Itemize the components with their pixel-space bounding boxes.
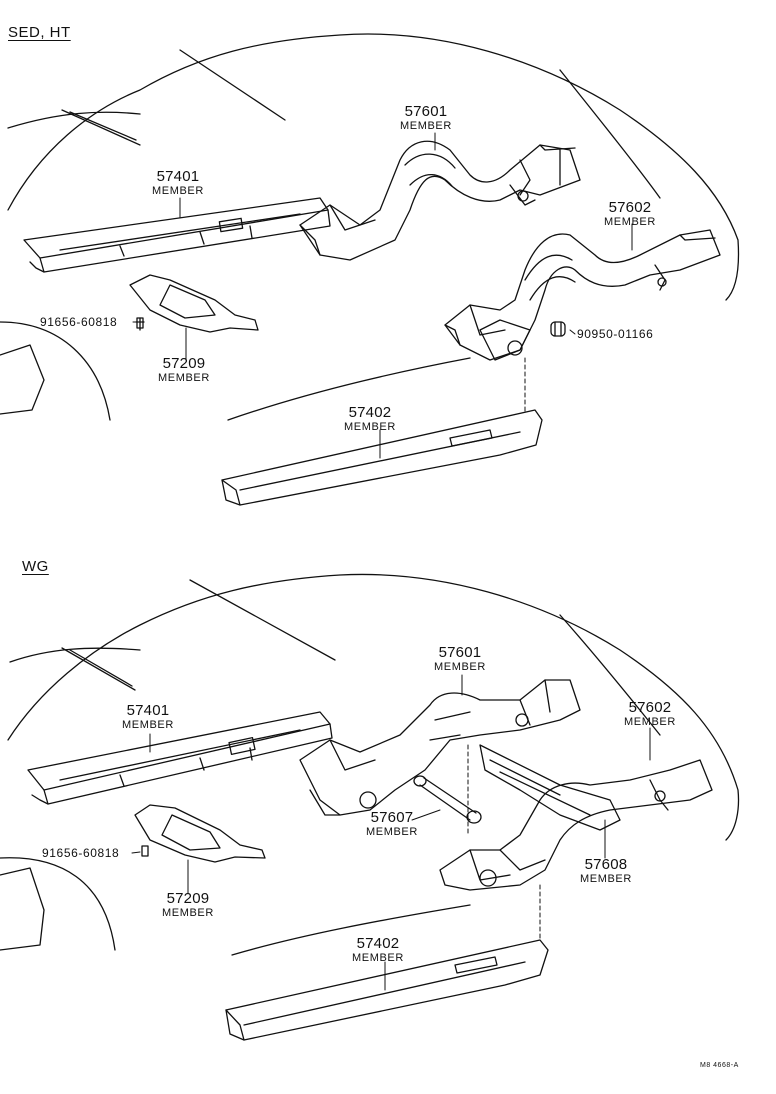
part-name: MEMBER [366, 826, 418, 838]
part-number: 57602 [608, 199, 652, 216]
wg-member-57602-art [439, 759, 713, 891]
wg-member-57601-art [299, 679, 581, 816]
part-number: 57607 [370, 809, 414, 826]
part-name: MEMBER [580, 873, 632, 885]
part-number: 57401 [156, 168, 200, 185]
callout-57402: 57402 MEMBER [344, 404, 396, 434]
sed-ht-grommet-art [550, 321, 566, 337]
section-title-wg: WG [22, 558, 49, 575]
callout-57209-wg: 57209 MEMBER [162, 890, 214, 920]
part-name: MEMBER [122, 719, 174, 731]
wg-leader-lines [131, 674, 651, 991]
sed-ht-member-57209-art [129, 274, 259, 333]
part-name: MEMBER [344, 421, 396, 433]
part-number: 57601 [404, 103, 448, 120]
callout-57601-wg: 57601 MEMBER [434, 644, 486, 674]
wg-member-57401-art [27, 711, 333, 805]
callout-90950-01166: 90950-01166 [577, 327, 654, 341]
part-number: 57608 [584, 856, 628, 873]
part-name: MEMBER [400, 120, 452, 132]
part-name: MEMBER [352, 952, 404, 964]
callout-91656-60818-wg: 91656-60818 [42, 846, 120, 860]
sed-ht-member-57402-art [221, 409, 543, 506]
sed-ht-body-outline [0, 33, 740, 421]
section-title-sed-ht: SED, HT [8, 24, 71, 41]
callout-57401: 57401 MEMBER [152, 168, 204, 198]
callout-57608: 57608 MEMBER [580, 856, 632, 886]
part-number: 57209 [162, 355, 206, 372]
part-name: MEMBER [162, 907, 214, 919]
sed-ht-member-57602-art [444, 229, 721, 361]
wg-member-57607-art [413, 775, 482, 824]
part-number: 57401 [126, 702, 170, 719]
callout-57209: 57209 MEMBER [158, 355, 210, 385]
callout-57402-wg: 57402 MEMBER [352, 935, 404, 965]
wg-member-57608-art [479, 744, 621, 831]
callout-57401-wg: 57401 MEMBER [122, 702, 174, 732]
callout-57607: 57607 MEMBER [366, 809, 418, 839]
part-number: 57602 [628, 699, 672, 716]
part-number: 57209 [166, 890, 210, 907]
callout-57602: 57602 MEMBER [604, 199, 656, 229]
part-name: MEMBER [158, 372, 210, 384]
part-number: 57601 [438, 644, 482, 661]
drawing-code: M8 4668-A [700, 1062, 739, 1069]
sed-ht-member-57401-art [23, 197, 331, 273]
part-name: MEMBER [434, 661, 486, 673]
part-number: 57402 [356, 935, 400, 952]
callout-57601: 57601 MEMBER [400, 103, 452, 133]
part-number: 57402 [348, 404, 392, 421]
part-name: MEMBER [604, 216, 656, 228]
callout-57602-wg: 57602 MEMBER [624, 699, 676, 729]
part-name: MEMBER [624, 716, 676, 728]
sed-ht-leader-lines [132, 132, 633, 459]
part-name: MEMBER [152, 185, 204, 197]
wg-member-57209-art [134, 804, 266, 863]
sed-ht-member-57601-art [299, 140, 581, 261]
wg-body-outline [0, 573, 740, 956]
callout-91656-60818: 91656-60818 [40, 315, 118, 329]
wg-member-57402-art [225, 939, 549, 1041]
